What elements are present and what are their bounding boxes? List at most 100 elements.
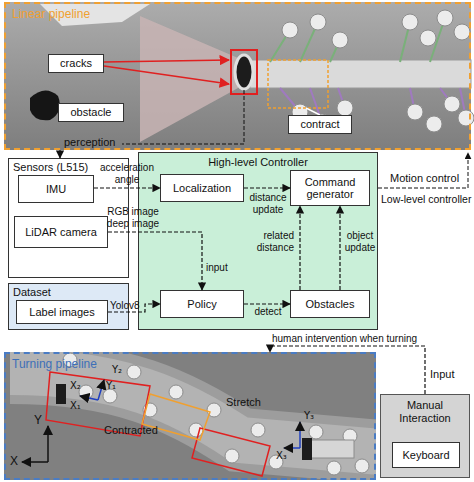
linear-pipeline-render-part <box>231 50 257 94</box>
dashed-arrow <box>270 346 425 394</box>
edge-label: distance update <box>246 192 290 215</box>
linear-pipeline-render-part-part <box>407 104 423 120</box>
annotation-label: X₁ <box>70 400 81 412</box>
turning-pipeline-render-part <box>284 447 300 449</box>
turning-pipeline-render <box>4 352 380 480</box>
edge-label: human intervention when turning <box>272 333 417 345</box>
scene-frame: Linear pipeline cracks obstacle contract <box>4 2 471 150</box>
turning-pipeline-render-part-part-part <box>309 425 323 439</box>
linear-pipeline-render-part <box>268 60 328 108</box>
dashed-arrow <box>94 187 160 188</box>
linear-pipeline-render-part-part <box>458 110 474 126</box>
annotation-label: Contracted <box>104 424 158 437</box>
box-label: LiDAR camera <box>25 226 97 238</box>
linear-pipeline-render-part <box>4 2 471 150</box>
box-label: Policy <box>187 298 216 310</box>
edge-label: Yolov8 <box>110 300 140 312</box>
callout-box: cracks <box>48 54 104 73</box>
box-label: cracks <box>60 57 92 69</box>
box-label: Keyboard <box>402 449 449 461</box>
process-box: Policy <box>160 290 244 318</box>
edge-label: related distance <box>244 230 294 253</box>
turning-pipeline-render-part-part <box>56 384 66 404</box>
dashed-arrow <box>299 206 300 290</box>
annotation-label: Stretch <box>226 396 261 409</box>
annotation-label: Y <box>34 414 42 428</box>
turning-pipeline-render-part-part-part <box>251 423 265 437</box>
edge-label: object update <box>343 230 377 253</box>
turning-pipeline-render-part <box>80 396 98 400</box>
process-box: LiDAR camera <box>14 216 108 248</box>
turning-pipeline-render-part-part-part <box>327 461 341 475</box>
turning-pipeline-render-part-part-part <box>225 449 239 463</box>
annotation-label: X₃ <box>276 450 287 462</box>
turning-pipeline-render-part-part <box>63 353 369 475</box>
box-label: Command generator <box>293 176 367 200</box>
turning-pipeline-render-part-part <box>302 438 312 460</box>
edge-label: perception <box>64 136 115 149</box>
annotation-label: Y₂ <box>112 364 122 376</box>
turning-pipeline-render-part-part <box>310 440 354 458</box>
linear-pipeline-render <box>4 2 474 150</box>
annotation-label: Y₃ <box>304 410 314 422</box>
process-box: Command generator <box>290 170 370 206</box>
edge-label: acceleration angle <box>96 162 158 185</box>
linear-pipeline-render-part <box>250 60 471 88</box>
group-box: Manual InteractionKeyboard <box>380 394 470 478</box>
turning-pipeline-render-part-part-part <box>189 423 203 437</box>
group-box: High-level ControllerLocalization Command… <box>138 152 378 330</box>
annotation-label: Input <box>430 368 454 381</box>
turning-pipeline-render-part <box>299 422 301 448</box>
group-heading: Linear pipeline <box>12 8 90 22</box>
group-heading: Dataset <box>13 286 51 299</box>
process-box: Keyboard <box>392 442 460 468</box>
motion-control-wire <box>378 153 468 188</box>
linear-pipeline-render-part <box>104 60 229 62</box>
process-box: Localization <box>160 174 244 202</box>
group-heading: High-level Controller <box>139 156 377 169</box>
box-label: IMU <box>46 183 66 195</box>
callout-box: contract <box>288 115 352 134</box>
box-label: contract <box>300 118 339 130</box>
process-box: Obstacles <box>290 290 370 318</box>
group-heading: Manual Interaction <box>381 399 469 424</box>
annotation-label: Motion control <box>390 172 459 185</box>
callout-box: obstacle <box>58 103 124 122</box>
linear-pipeline-render-part <box>235 55 253 89</box>
dashed-arrow <box>108 232 202 290</box>
turning-pipeline-render-part-part-part <box>127 365 141 379</box>
group-heading: Sensors (L515) <box>13 161 88 174</box>
linear-pipeline-render-part-part <box>310 14 326 30</box>
turning-pipeline-render-part-part <box>192 428 270 476</box>
turning-pipeline-render-part <box>22 461 48 463</box>
annotation-label: input <box>206 262 228 274</box>
linear-pipeline-render-part <box>270 18 445 62</box>
linear-pipeline-render-part-part <box>282 22 298 38</box>
linear-pipeline-render-part <box>140 16 238 142</box>
process-box: IMU <box>18 175 94 203</box>
box-label: Obstacles <box>306 298 355 310</box>
linear-pipeline-render-part-part <box>337 100 353 116</box>
dashed-arrow <box>59 150 60 158</box>
annotation-label: X₂ <box>70 380 81 392</box>
linear-pipeline-render-part <box>282 10 474 132</box>
group-heading: Turning pipeline <box>12 358 97 372</box>
linear-pipeline-render-part-part <box>454 24 470 40</box>
linear-pipeline-render-part-part <box>402 14 418 30</box>
turning-pipeline-render-part-part-part <box>103 389 117 403</box>
linear-pipeline-render-part <box>104 66 229 84</box>
turning-pipeline-render-part <box>47 426 49 462</box>
motion-control-wire-part <box>378 153 468 188</box>
linear-pipeline-render-part-part <box>420 30 436 46</box>
dashed-arrow <box>244 303 290 304</box>
turning-pipeline-render-part-part-part <box>355 459 369 473</box>
edge-label: RGB image deep image <box>105 206 161 229</box>
linear-pipeline-render-part-part <box>332 32 348 48</box>
annotation-label: X <box>10 455 18 469</box>
process-box: Label images <box>16 300 108 324</box>
linear-pipeline-render-part <box>30 90 60 120</box>
linear-pipeline-render-part <box>122 90 244 144</box>
linear-pipeline-render-part-part <box>444 96 460 112</box>
